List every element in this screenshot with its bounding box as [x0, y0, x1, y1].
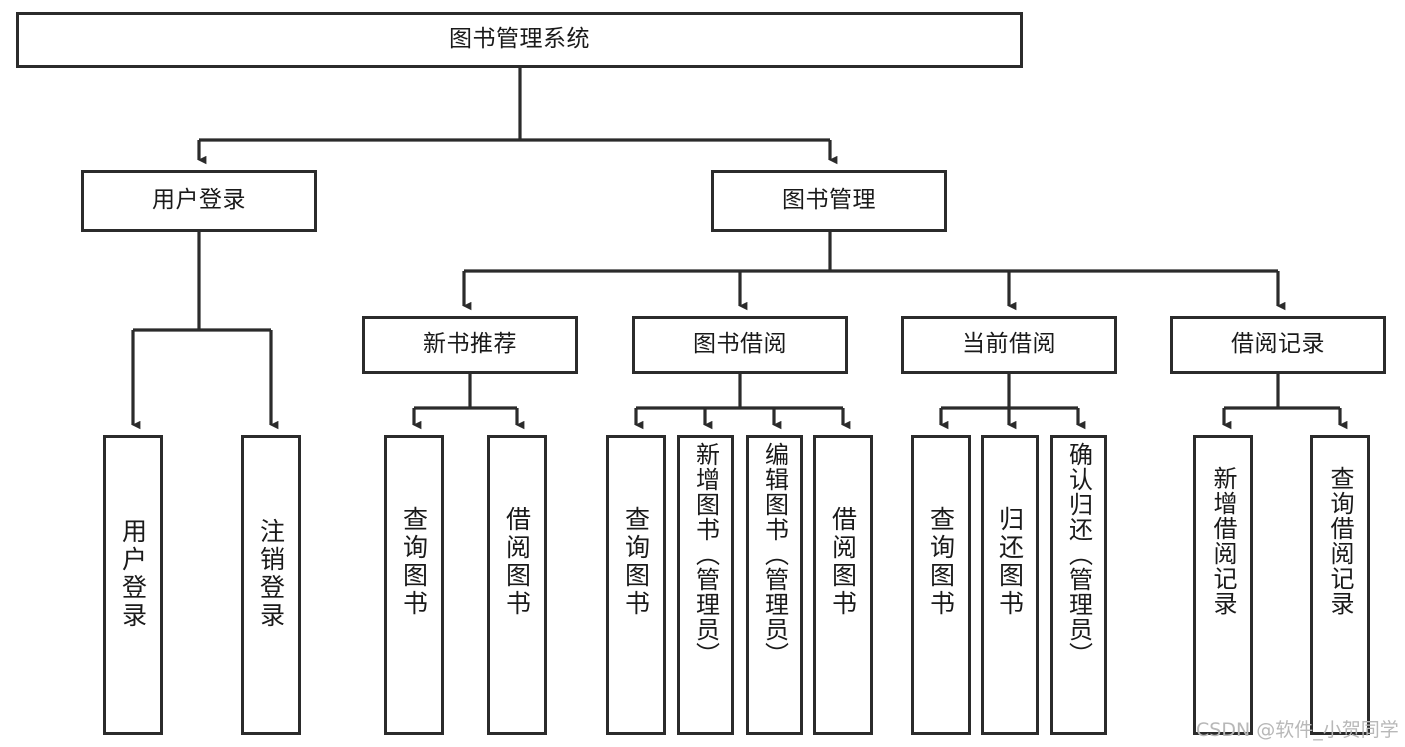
node-label: 查询图书 — [399, 506, 429, 618]
node-book-borrow[interactable]: 图书借阅 — [632, 316, 848, 374]
node-leaf-borrow-books-1[interactable]: 借阅图书 — [487, 435, 547, 735]
node-new-book-recommend[interactable]: 新书推荐 — [362, 316, 578, 374]
node-label: 图书管理 — [782, 187, 876, 214]
node-label: 新增借阅记录 — [1209, 466, 1237, 616]
node-label: 借阅记录 — [1231, 331, 1325, 358]
node-label: 用户登录 — [118, 518, 148, 630]
node-label: 借阅图书 — [828, 506, 858, 618]
node-leaf-user-login[interactable]: 用户登录 — [103, 435, 163, 735]
node-leaf-query-borrow-record[interactable]: 查询借阅记录 — [1310, 435, 1370, 735]
node-label: 图书管理系统 — [449, 26, 590, 53]
node-label: 用户登录 — [152, 187, 246, 214]
node-leaf-edit-book-admin[interactable]: 编辑图书（管理员） — [746, 435, 803, 735]
node-label: 新增图书（管理员） — [691, 442, 720, 667]
node-leaf-query-books-3[interactable]: 查询图书 — [911, 435, 971, 735]
node-book-management[interactable]: 图书管理 — [711, 170, 947, 232]
node-user-login[interactable]: 用户登录 — [81, 170, 317, 232]
node-leaf-add-borrow-record[interactable]: 新增借阅记录 — [1193, 435, 1253, 735]
csdn-watermark: CSDN @软件_小贺同学 — [1196, 719, 1399, 741]
node-leaf-borrow-books-2[interactable]: 借阅图书 — [813, 435, 873, 735]
node-label: 借阅图书 — [502, 506, 532, 618]
node-leaf-logout[interactable]: 注销登录 — [241, 435, 301, 735]
node-label: 图书借阅 — [693, 331, 787, 358]
node-leaf-confirm-return-admin[interactable]: 确认归还（管理员） — [1050, 435, 1107, 735]
node-current-borrow[interactable]: 当前借阅 — [901, 316, 1117, 374]
node-leaf-query-books-1[interactable]: 查询图书 — [384, 435, 444, 735]
node-label: 编辑图书（管理员） — [760, 442, 789, 667]
node-label: 查询图书 — [621, 506, 651, 618]
node-label: 确认归还（管理员） — [1064, 442, 1093, 667]
node-label: 归还图书 — [995, 506, 1025, 618]
node-label: 注销登录 — [256, 518, 286, 630]
node-label: 查询图书 — [926, 506, 956, 618]
node-label: 当前借阅 — [962, 331, 1056, 358]
node-label: 查询借阅记录 — [1326, 466, 1354, 616]
node-root-system[interactable]: 图书管理系统 — [16, 12, 1023, 68]
node-borrow-records[interactable]: 借阅记录 — [1170, 316, 1386, 374]
node-label: 新书推荐 — [423, 331, 517, 358]
node-leaf-return-books[interactable]: 归还图书 — [981, 435, 1039, 735]
node-leaf-query-books-2[interactable]: 查询图书 — [606, 435, 666, 735]
node-leaf-add-book-admin[interactable]: 新增图书（管理员） — [677, 435, 734, 735]
